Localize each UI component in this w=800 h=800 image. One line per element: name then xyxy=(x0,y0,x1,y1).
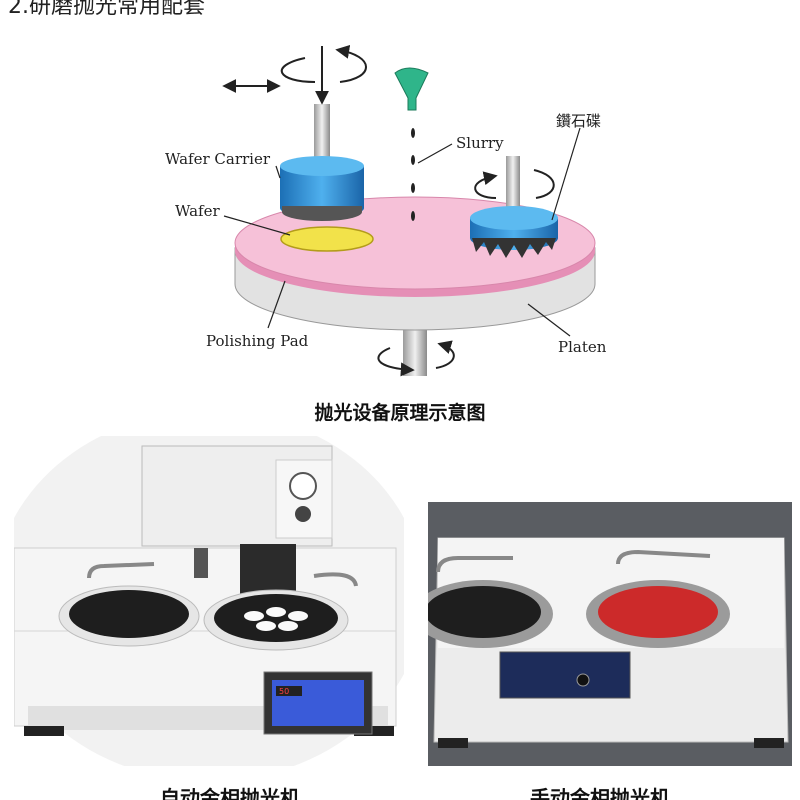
section-heading: 2.研磨抛光常用配套 xyxy=(8,0,205,19)
label-platen: Platen xyxy=(558,338,607,356)
label-polishing-pad: Polishing Pad xyxy=(206,332,309,350)
right-polishing-disc xyxy=(203,572,358,651)
label-wafer-carrier: Wafer Carrier xyxy=(165,150,271,168)
cmp-principle-diagram: Wafer Carrier Wafer Slurry 鑽石碟 Polishing… xyxy=(165,44,607,377)
display-readout: 50 xyxy=(279,687,289,696)
leader-polishing-pad xyxy=(267,280,286,329)
slurry-drops xyxy=(411,128,415,221)
auto-polisher-photo: 50 xyxy=(14,436,404,766)
machine-head xyxy=(141,445,333,614)
leader-wafer-carrier xyxy=(275,165,281,179)
label-wafer: Wafer xyxy=(175,202,220,220)
speed-knob[interactable] xyxy=(576,673,590,687)
slurry-nozzle xyxy=(394,67,429,111)
diamond-disc xyxy=(470,156,558,258)
label-slurry: Slurry xyxy=(456,134,504,152)
pressure-knob xyxy=(295,506,311,522)
leader-diamond-disc xyxy=(551,127,581,221)
speed-control-panel[interactable] xyxy=(499,651,631,699)
caption-auto-polisher: 自动金相抛光机 xyxy=(160,786,300,800)
left-polishing-disc xyxy=(58,562,200,647)
carrier-rotation-arrow xyxy=(280,44,367,105)
pressure-gauge xyxy=(289,472,317,500)
leader-wafer xyxy=(223,215,291,236)
manual-polisher-photo xyxy=(428,502,792,766)
leader-slurry xyxy=(417,143,453,164)
caption-manual-polisher: 手动金相抛光机 xyxy=(530,786,670,800)
wafer xyxy=(280,226,374,252)
bottom-rotation-arrow xyxy=(377,340,455,377)
touch-control-panel[interactable]: 50 xyxy=(263,671,373,735)
wafer-carrier xyxy=(280,104,364,221)
leader-platen xyxy=(527,303,571,337)
disc-rotation-arrow xyxy=(474,169,555,199)
label-diamond-disc: 鑽石碟 xyxy=(556,112,601,130)
left-polishing-disc xyxy=(428,556,553,648)
right-polishing-disc xyxy=(586,549,730,648)
caption-principle: 抛光设备原理示意图 xyxy=(314,402,486,424)
